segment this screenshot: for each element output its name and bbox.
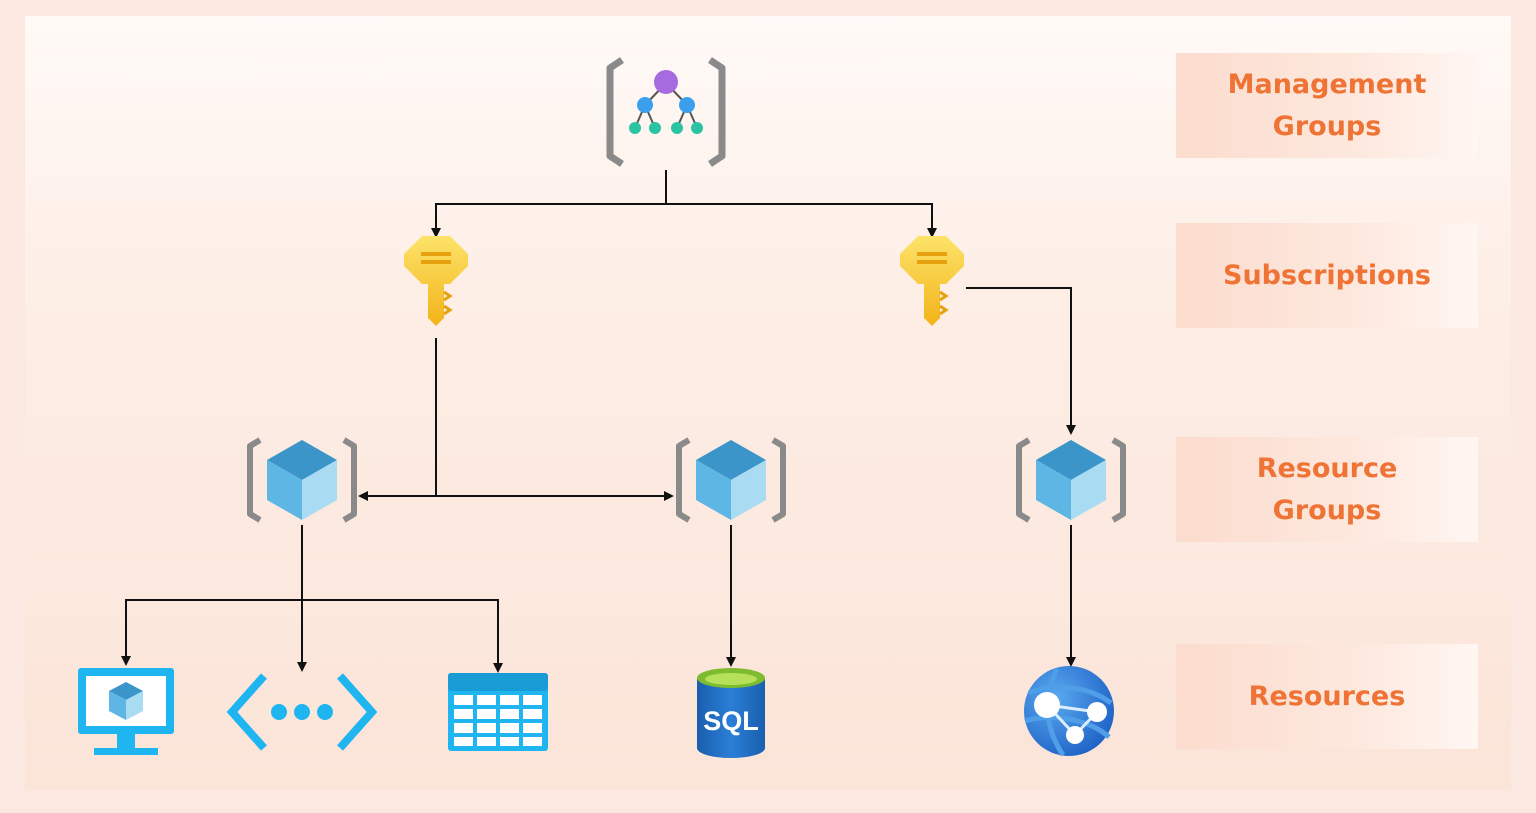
level-label-subscriptions: Subscriptions <box>1176 223 1478 328</box>
level-label-management-groups: Management Groups <box>1176 53 1478 158</box>
connector-sub-right-to-rg-right <box>966 287 1076 435</box>
connectors <box>121 170 1076 673</box>
resources-text: Resources <box>1248 680 1406 712</box>
app-service-icon <box>1024 666 1114 757</box>
resource-group-icon <box>1019 440 1123 520</box>
resource-groups-text: Resource Groups <box>1256 452 1398 526</box>
subscription-key-icon <box>402 234 470 328</box>
resource-group-icon <box>250 440 354 520</box>
subscription-key-icon <box>898 234 966 328</box>
connector-rg-left-to-storage <box>302 599 503 673</box>
virtual-network-icon <box>226 673 378 751</box>
management-groups-text: Management Groups <box>1227 68 1427 142</box>
connector-root-to-sub-right <box>666 203 937 238</box>
subscriptions-text: Subscriptions <box>1223 259 1431 291</box>
virtual-machine-icon <box>78 668 174 755</box>
connector-rg-left-to-vm <box>121 599 302 666</box>
resource-group-icon <box>679 440 783 520</box>
management-group-icon <box>606 57 726 167</box>
storage-table-icon <box>448 673 548 751</box>
sql-database-icon: SQL <box>697 668 765 758</box>
level-label-resource-groups: Resource Groups <box>1176 437 1478 542</box>
connector-root-to-sub-left <box>431 203 666 238</box>
level-label-resources: Resources <box>1176 644 1478 749</box>
sql-label: SQL <box>703 706 759 736</box>
